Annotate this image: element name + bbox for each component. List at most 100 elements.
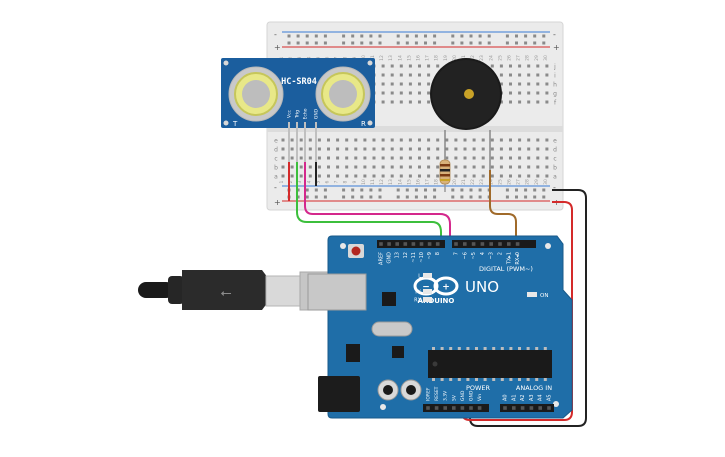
rail-hole[interactable]	[396, 188, 400, 192]
rail-hole[interactable]	[433, 188, 437, 192]
breadboard-hole[interactable]	[390, 73, 394, 77]
rail-hole[interactable]	[314, 34, 318, 38]
breadboard-hole[interactable]	[545, 165, 549, 169]
breadboard-hole[interactable]	[545, 64, 549, 68]
analog-pin-hole[interactable]	[538, 406, 542, 410]
rail-hole[interactable]	[405, 195, 409, 199]
breadboard-hole[interactable]	[427, 64, 431, 68]
breadboard-hole[interactable]	[490, 156, 494, 160]
rail-hole[interactable]	[451, 195, 455, 199]
rail-hole[interactable]	[469, 34, 473, 38]
digital-pin-hole[interactable]	[419, 242, 424, 246]
breadboard-hole[interactable]	[363, 138, 367, 142]
rail-hole[interactable]	[524, 188, 528, 192]
breadboard-hole[interactable]	[499, 100, 503, 104]
breadboard-hole[interactable]	[499, 138, 503, 142]
breadboard-hole[interactable]	[408, 91, 412, 95]
breadboard-hole[interactable]	[518, 147, 522, 151]
power-pin-hole[interactable]	[426, 406, 430, 410]
rail-hole[interactable]	[533, 188, 537, 192]
breadboard-hole[interactable]	[418, 147, 421, 151]
wire-green-trig[interactable]	[296, 162, 442, 246]
rail-hole[interactable]	[305, 34, 309, 38]
breadboard-hole[interactable]	[518, 91, 522, 95]
breadboard-hole[interactable]	[509, 156, 512, 160]
breadboard-hole[interactable]	[463, 156, 467, 160]
rail-hole[interactable]	[542, 41, 546, 45]
breadboard-hole[interactable]	[299, 156, 303, 160]
breadboard-hole[interactable]	[545, 82, 549, 86]
breadboard-hole[interactable]	[427, 165, 431, 169]
breadboard-hole[interactable]	[345, 147, 349, 151]
breadboard-hole[interactable]	[317, 138, 321, 142]
breadboard-hole[interactable]	[381, 73, 385, 77]
rail-hole[interactable]	[487, 41, 491, 45]
breadboard-hole[interactable]	[390, 174, 394, 178]
breadboard-hole[interactable]	[399, 138, 403, 142]
breadboard-hole[interactable]	[281, 174, 285, 178]
breadboard-hole[interactable]	[308, 147, 312, 151]
breadboard-hole[interactable]	[509, 174, 512, 178]
rail-hole[interactable]	[360, 41, 364, 45]
breadboard-hole[interactable]	[463, 174, 467, 178]
breadboard-hole[interactable]	[336, 165, 340, 169]
breadboard-hole[interactable]	[381, 156, 385, 160]
breadboard-hole[interactable]	[299, 147, 303, 151]
breadboard-hole[interactable]	[490, 147, 494, 151]
breadboard-hole[interactable]	[545, 73, 549, 77]
breadboard-hole[interactable]	[427, 91, 431, 95]
breadboard-hole[interactable]	[308, 156, 312, 160]
breadboard-hole[interactable]	[545, 91, 549, 95]
rail-hole[interactable]	[460, 41, 464, 45]
breadboard-hole[interactable]	[536, 82, 540, 86]
digital-pin-hole[interactable]	[489, 242, 493, 246]
breadboard-hole[interactable]	[390, 100, 394, 104]
breadboard-hole[interactable]	[545, 100, 549, 104]
rail-hole[interactable]	[478, 34, 482, 38]
breadboard-hole[interactable]	[481, 147, 485, 151]
rail-hole[interactable]	[305, 188, 309, 192]
breadboard-hole[interactable]	[427, 73, 431, 77]
breadboard-hole[interactable]	[499, 64, 503, 68]
breadboard-hole[interactable]	[545, 174, 549, 178]
breadboard-hole[interactable]	[327, 165, 330, 169]
breadboard-hole[interactable]	[499, 147, 503, 151]
breadboard-hole[interactable]	[518, 73, 522, 77]
breadboard-hole[interactable]	[481, 174, 485, 178]
breadboard-hole[interactable]	[445, 147, 449, 151]
breadboard-hole[interactable]	[345, 138, 349, 142]
breadboard-hole[interactable]	[518, 100, 522, 104]
breadboard-hole[interactable]	[390, 91, 394, 95]
breadboard-hole[interactable]	[427, 138, 431, 142]
rail-hole[interactable]	[305, 41, 309, 45]
breadboard-hole[interactable]	[372, 174, 376, 178]
rail-hole[interactable]	[360, 188, 364, 192]
rail-hole[interactable]	[360, 34, 364, 38]
rail-hole[interactable]	[369, 34, 373, 38]
breadboard-hole[interactable]	[436, 174, 440, 178]
breadboard-hole[interactable]	[499, 156, 503, 160]
breadboard-hole[interactable]	[290, 147, 294, 151]
rail-hole[interactable]	[323, 41, 327, 45]
rail-hole[interactable]	[524, 195, 528, 199]
rail-hole[interactable]	[424, 41, 427, 45]
breadboard-hole[interactable]	[399, 174, 403, 178]
rail-hole[interactable]	[505, 34, 509, 38]
breadboard-hole[interactable]	[427, 156, 431, 160]
breadboard-hole[interactable]	[509, 100, 512, 104]
breadboard-hole[interactable]	[454, 165, 458, 169]
breadboard-hole[interactable]	[481, 156, 485, 160]
breadboard-hole[interactable]	[527, 100, 531, 104]
breadboard-hole[interactable]	[372, 138, 376, 142]
breadboard-hole[interactable]	[545, 147, 549, 151]
breadboard-hole[interactable]	[381, 138, 385, 142]
breadboard-hole[interactable]	[518, 156, 522, 160]
rail-hole[interactable]	[342, 188, 346, 192]
digital-pin-hole[interactable]	[480, 242, 485, 246]
breadboard-hole[interactable]	[363, 156, 367, 160]
breadboard-hole[interactable]	[390, 138, 394, 142]
breadboard-hole[interactable]	[336, 174, 340, 178]
breadboard-hole[interactable]	[427, 147, 431, 151]
breadboard-hole[interactable]	[527, 91, 531, 95]
breadboard-hole[interactable]	[499, 165, 503, 169]
